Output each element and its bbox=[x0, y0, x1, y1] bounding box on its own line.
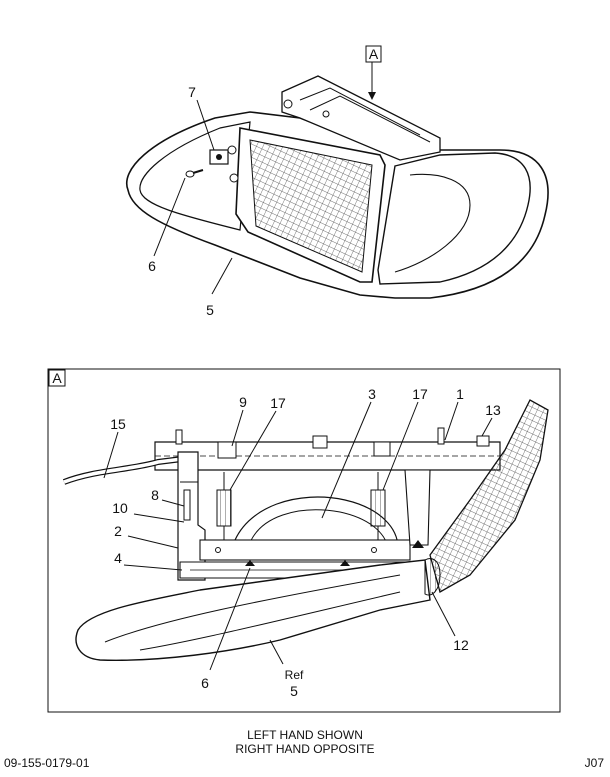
reflector-bowl bbox=[231, 496, 399, 549]
headlamp-housing-top bbox=[281, 75, 441, 161]
screw bbox=[185, 169, 204, 178]
corner-lens bbox=[429, 399, 549, 593]
callout-6-top: 6 bbox=[148, 258, 156, 274]
spring-right bbox=[370, 472, 386, 540]
left-bracket bbox=[177, 451, 206, 581]
top-view-a-tag: A bbox=[365, 45, 382, 63]
detail-tag-text: A bbox=[52, 370, 62, 386]
detail-tag-box bbox=[48, 369, 66, 387]
drawing-number: 09-155-0179-01 bbox=[4, 756, 90, 770]
callout-9: 9 bbox=[239, 394, 247, 410]
callout-13: 13 bbox=[485, 402, 501, 418]
top-view-tag-text: A bbox=[369, 46, 379, 62]
callout-1: 1 bbox=[456, 386, 464, 402]
callout-5-detail: 5 bbox=[290, 683, 298, 699]
detail-bezel bbox=[75, 559, 431, 661]
callout-4: 4 bbox=[114, 550, 122, 566]
adjuster-clip bbox=[209, 145, 239, 183]
callout-6-detail: 6 bbox=[201, 675, 209, 691]
top-view-leaders bbox=[153, 99, 233, 295]
lower-plate bbox=[199, 539, 411, 561]
callout-17-right: 17 bbox=[412, 386, 428, 402]
callout-7: 7 bbox=[188, 84, 196, 100]
callout-3: 3 bbox=[368, 386, 376, 402]
callout-8: 8 bbox=[151, 487, 159, 503]
spring-left bbox=[216, 472, 232, 540]
callout-17-left: 17 bbox=[270, 395, 286, 411]
detail-frame bbox=[47, 368, 561, 713]
clip-9 bbox=[217, 441, 237, 459]
headlamp-bezel-inner bbox=[139, 121, 251, 231]
corner-lamp bbox=[377, 152, 531, 285]
callout-12: 12 bbox=[453, 637, 469, 653]
caption-line-2: RIGHT HAND OPPOSITE bbox=[235, 742, 375, 756]
corner-lamp-end bbox=[424, 558, 441, 596]
detail-leaders bbox=[103, 401, 493, 671]
detail-view-a: A bbox=[47, 368, 561, 713]
callout-15: 15 bbox=[110, 416, 126, 432]
caption-line-1: LEFT HAND SHOWN bbox=[247, 728, 363, 742]
callout-10: 10 bbox=[112, 500, 128, 516]
callout-5-ref-label: Ref bbox=[285, 668, 304, 682]
headlamp-lens bbox=[249, 139, 373, 273]
callout-5-top: 5 bbox=[206, 302, 214, 318]
callout-2: 2 bbox=[114, 523, 122, 539]
page-code: J07 bbox=[584, 756, 604, 770]
top-view-headlamp-assembly bbox=[125, 60, 549, 299]
